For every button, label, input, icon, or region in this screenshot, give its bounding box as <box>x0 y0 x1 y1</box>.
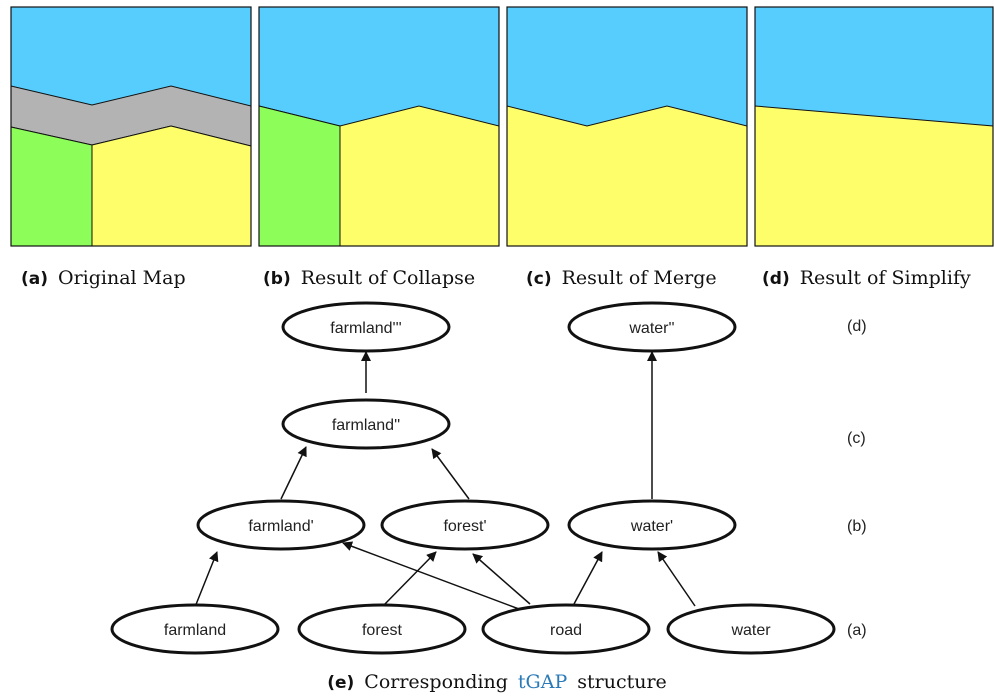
edge <box>573 551 603 605</box>
panel-tag: (a) <box>21 269 48 289</box>
node-label: farmland' <box>248 518 313 535</box>
edge <box>280 446 307 500</box>
figure-caption: (e) Corresponding tGAP structure <box>327 671 667 693</box>
farmland-region <box>754 105 994 247</box>
map-frame <box>506 6 748 247</box>
caption-link[interactable]: tGAP <box>518 671 568 693</box>
edge <box>194 551 219 608</box>
graph-nodes: farmland''' water'' farmland'' farmland'… <box>110 301 836 655</box>
node-water-b: water' <box>567 499 737 551</box>
node-farmland-d: farmland''' <box>281 301 451 353</box>
forest-region <box>258 105 341 247</box>
panel-label: Result of Simplify <box>800 267 971 289</box>
node-label: road <box>550 622 582 639</box>
caption-tag: (e) <box>327 673 354 693</box>
panel-label: Original Map <box>58 267 186 289</box>
node-forest-a: forest <box>297 603 467 655</box>
panel-label: Result of Collapse <box>301 267 475 289</box>
edge <box>472 553 531 605</box>
map-frame <box>258 6 500 247</box>
panel-label: Result of Merge <box>562 267 717 289</box>
node-label: water' <box>630 518 673 535</box>
node-label: water'' <box>628 320 674 337</box>
edge <box>342 541 520 610</box>
node-water-d: water'' <box>567 301 737 353</box>
node-label: farmland''' <box>330 320 401 337</box>
node-label: farmland <box>164 622 226 639</box>
node-road-a: road <box>481 603 651 655</box>
panel-tag: (b) <box>263 269 291 289</box>
node-forest-b: forest' <box>380 499 550 551</box>
map-panel-original <box>10 6 252 247</box>
panel-caption-b: (b) Result of Collapse <box>263 267 475 289</box>
node-farmland-a: farmland <box>110 603 280 655</box>
node-water-a: water <box>666 603 836 655</box>
map-panel-simplify <box>754 6 994 247</box>
map-frame <box>754 6 994 247</box>
caption-before: Corresponding <box>364 671 508 693</box>
level-label-a: (a) <box>847 622 867 639</box>
node-farmland-b: farmland' <box>196 499 366 551</box>
level-label-b: (b) <box>847 518 867 535</box>
farmland-region <box>506 105 748 247</box>
forest-region <box>10 126 93 247</box>
edge <box>431 448 470 500</box>
node-label: forest <box>362 622 403 639</box>
node-label: water <box>730 622 771 639</box>
map-panel-collapse <box>258 6 500 247</box>
graph-edges <box>194 351 696 610</box>
node-label: farmland'' <box>332 417 400 434</box>
farmland-region <box>91 125 252 247</box>
panel-caption-a: (a) Original Map <box>21 267 186 289</box>
node-farmland-c: farmland'' <box>281 398 451 450</box>
level-label-d: (d) <box>847 318 867 335</box>
panel-tag: (d) <box>762 269 790 289</box>
level-label-c: (c) <box>847 430 866 447</box>
node-label: forest' <box>443 518 486 535</box>
panel-tag: (c) <box>526 269 552 289</box>
caption-after: structure <box>577 671 667 693</box>
panel-caption-d: (d) Result of Simplify <box>762 267 971 289</box>
map-frame <box>10 6 252 247</box>
edge <box>657 551 696 607</box>
map-panel-merge <box>506 6 748 247</box>
edge <box>381 551 437 608</box>
panel-caption-c: (c) Result of Merge <box>526 267 717 289</box>
